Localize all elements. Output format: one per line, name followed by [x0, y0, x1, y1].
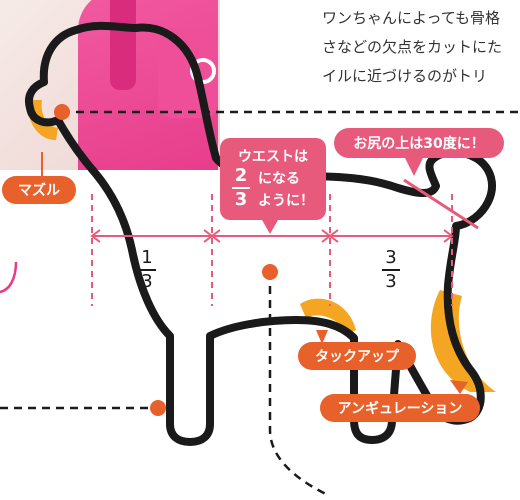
fraction-numerator: 3	[385, 247, 397, 268]
waist-callout-tail	[262, 220, 278, 234]
angulation-highlight	[430, 290, 496, 392]
decorative-swoosh	[0, 261, 18, 294]
fraction-numerator: 1	[141, 247, 153, 268]
muzzle-label-text: マズル	[18, 183, 60, 199]
measure-arrow-right	[443, 229, 454, 243]
angulation-label: アンギュレーション	[320, 394, 480, 422]
muzzle-dot	[54, 104, 70, 120]
rump-callout: お尻の上は30度に！	[334, 128, 504, 158]
waist-callout-line1: ウエストは	[238, 149, 308, 165]
angulation-pointer	[450, 380, 468, 394]
waist-callout-line3: ように！	[258, 193, 314, 209]
measure-arrow-left	[90, 229, 101, 243]
waist-fraction-denominator: 3	[234, 189, 248, 210]
angulation-label-text: アンギュレーション	[337, 401, 463, 417]
measure-arrow-mid-2	[321, 229, 339, 243]
tuck-up-label: タックアップ	[298, 342, 416, 370]
intro-text: ワンちゃんによっても骨格 さなどの欠点をカットにた イルに近づけるのがトリ	[322, 4, 520, 91]
muzzle-label: マズル	[2, 176, 76, 204]
waist-fraction-numerator: 2	[234, 165, 248, 186]
rump-callout-tail	[404, 156, 424, 176]
waist-callout: ウエストは 2 3 になる ように！	[220, 138, 326, 220]
intro-line-2: さなどの欠点をカットにた	[322, 38, 503, 56]
rump-angle-line	[403, 178, 479, 230]
measure-arrow-mid-1	[203, 229, 221, 243]
intro-line-1: ワンちゃんによっても骨格	[322, 9, 501, 27]
rump-callout-text: お尻の上は30度に！	[353, 136, 485, 152]
chest-dot	[150, 400, 166, 416]
poodle-outline	[25, 21, 496, 446]
body-center-guide-line	[268, 272, 331, 498]
body-center-dot	[262, 264, 278, 280]
waist-fraction: 2 3	[232, 167, 250, 209]
fraction-one-third: 1 3	[138, 248, 156, 291]
fraction-denominator: 3	[141, 271, 153, 292]
fraction-denominator: 3	[385, 271, 397, 292]
intro-line-3: イルに近づけるのがトリ	[322, 67, 488, 85]
waist-callout-line2: になる	[258, 171, 300, 187]
tuck-up-pointer	[316, 330, 328, 344]
fraction-three-thirds: 3 3	[382, 248, 400, 291]
tuck-up-label-text: タックアップ	[315, 349, 399, 365]
